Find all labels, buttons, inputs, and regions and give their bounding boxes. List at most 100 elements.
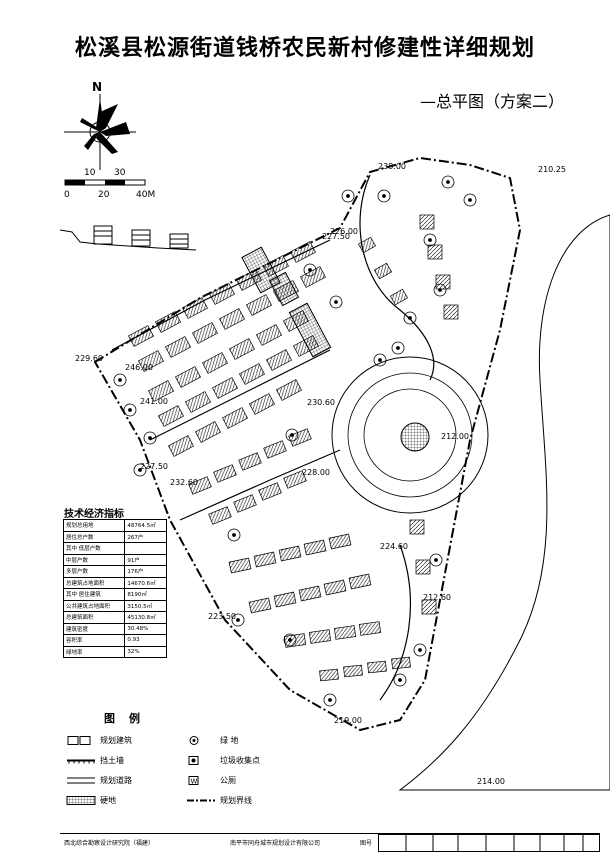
building-block — [288, 428, 312, 447]
tech-metric-value: 14670.6㎡ — [124, 576, 167, 589]
legend-item: 绿 地 — [186, 735, 306, 746]
building-block — [265, 349, 293, 371]
tree-icon — [373, 353, 387, 367]
tech-metric-value: 176户 — [124, 565, 167, 578]
tech-metric-name: 其中 居住建筑 — [62, 588, 126, 601]
building-block — [127, 325, 155, 347]
tech-metric-name: 绿地率 — [62, 645, 126, 658]
building-block — [137, 350, 165, 372]
building-block — [235, 269, 263, 291]
building-block — [415, 559, 431, 575]
building-block — [255, 324, 283, 346]
svg-text:W: W — [191, 778, 198, 786]
building-block — [373, 262, 393, 280]
building-block — [248, 597, 272, 614]
building-block — [157, 405, 185, 427]
building-block — [278, 545, 302, 562]
elevation-label: 241.00 — [140, 397, 168, 406]
tree-trunk — [138, 468, 142, 472]
tech-metric-name: 总建筑占地面积 — [62, 576, 126, 589]
elevation-label: 219.00 — [334, 716, 362, 725]
building-block — [323, 579, 347, 596]
legend-label: 硬地 — [100, 796, 116, 805]
tech-metric-name: 中层户数 — [62, 553, 126, 566]
elevation-label: 229.60 — [75, 354, 103, 363]
tree-trunk — [118, 378, 122, 382]
building-block — [184, 391, 212, 413]
building-block — [435, 274, 451, 290]
elevation-label: 227.50 — [322, 232, 350, 241]
building-block — [443, 304, 459, 320]
building-block — [283, 633, 307, 648]
retaining-wall-symbol-icon — [66, 756, 96, 765]
scale-tick-label: 20 — [98, 190, 110, 200]
drawing-number-label: 图号 — [360, 840, 373, 847]
tree-icon — [285, 428, 299, 442]
tree-icon — [303, 263, 317, 277]
building-block — [154, 311, 182, 333]
tree-icon — [133, 463, 147, 477]
legend-item: W 公厕 — [186, 775, 306, 786]
scale-tick-label: 40M — [136, 190, 156, 200]
building-block — [208, 283, 236, 305]
tech-metric-value: 45130.8㎡ — [124, 611, 167, 624]
elevation-label: 232.60 — [170, 478, 198, 487]
tech-metric-name: 建筑密度 — [62, 622, 126, 635]
elevation-label: 210.25 — [538, 165, 566, 174]
tree-trunk — [468, 198, 472, 202]
tree-trunk — [128, 408, 132, 412]
drawing-subtitle: —总平图（方案二） — [420, 92, 565, 111]
building-block — [319, 668, 339, 682]
tech-metric-name: 容积率 — [62, 634, 126, 647]
tree-icon — [463, 193, 477, 207]
building-block — [238, 363, 266, 385]
legend-label: 挡土墙 — [100, 756, 124, 765]
tree-icon — [123, 403, 137, 417]
building-block — [275, 379, 303, 401]
scale-bar-icon — [64, 179, 146, 186]
legend-item: 挡土墙 — [66, 755, 186, 766]
tech-metric-value: 32% — [124, 645, 167, 658]
building-block — [191, 322, 219, 344]
hardscape-symbol-icon — [66, 796, 96, 805]
garbage-symbol-icon — [186, 756, 216, 765]
building-block — [282, 310, 310, 332]
tree-icon — [377, 189, 391, 203]
legend-item: 规划建筑 — [66, 735, 186, 746]
legend-title: 图例 — [104, 712, 154, 725]
tech-metric-value: 267户 — [124, 530, 167, 543]
compass-rose-icon — [64, 94, 136, 170]
tree-trunk — [446, 180, 450, 184]
building-block — [258, 482, 282, 501]
building-block — [253, 551, 277, 568]
tree-trunk — [328, 698, 332, 702]
tree-icon — [429, 553, 443, 567]
legend-item: 规划道路 — [66, 775, 186, 786]
building-block — [233, 494, 257, 513]
tree-icon — [113, 373, 127, 387]
tree-trunk — [408, 316, 412, 320]
legend-label: 规划道路 — [100, 776, 132, 785]
elevation-label: 212.60 — [423, 593, 451, 602]
legend-item: 规划界线 — [186, 795, 306, 806]
drawing-title: 松溪县松源街道钱桥农民新村修建性详细规划 — [74, 36, 535, 61]
tree-icon — [391, 341, 405, 355]
building-block — [245, 294, 273, 316]
legend-label: 规划建筑 — [100, 736, 132, 745]
building-block — [208, 506, 232, 525]
building-block — [262, 255, 290, 277]
tree-trunk — [428, 238, 432, 242]
tech-table-title: 技术经济指标 — [64, 509, 124, 520]
tech-table-row: 其中 低层户数 — [62, 542, 167, 555]
legend-item: 硬地 — [66, 795, 186, 806]
elevation-label: 230.60 — [307, 398, 335, 407]
tech-metric-value: 91户 — [124, 553, 167, 566]
building-block — [303, 539, 327, 556]
toilet-symbol-icon: W — [186, 776, 216, 786]
building-block — [174, 366, 202, 388]
